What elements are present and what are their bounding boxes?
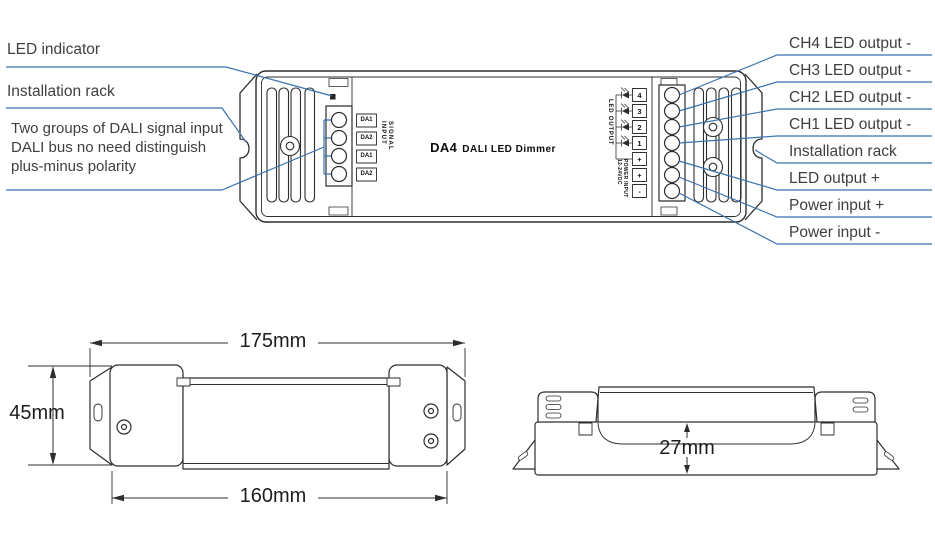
callout-dali-input-line3: plus-minus polarity xyxy=(11,158,137,175)
callout-dali-input: Two groups of DALI signal input DALI bus… xyxy=(11,119,223,176)
device-body xyxy=(255,70,747,223)
callout-power-input-plus: Power input + xyxy=(789,197,885,214)
signal-input-label: SIGNAL INPUT xyxy=(380,121,393,151)
device-product-name: DALI LED Dimmer xyxy=(462,144,556,155)
side-base xyxy=(534,421,878,476)
output-terminal-label-2: 2 xyxy=(637,122,642,132)
callout-dali-input-line2: DALI bus no need distinguish xyxy=(11,139,207,156)
device-title: DA4 DALI LED Dimmer xyxy=(393,139,593,157)
front-view-dimensions xyxy=(28,339,466,504)
front-body xyxy=(182,377,390,470)
led-schematic-symbols xyxy=(615,87,633,160)
callout-ch4-led-output: CH4 LED output - xyxy=(789,35,912,52)
right-vent-slats xyxy=(693,87,742,203)
left-screw xyxy=(279,135,301,157)
dali-terminal-label-2: DA2 xyxy=(360,135,373,141)
callout-installation-rack-left: Installation rack xyxy=(7,83,115,100)
output-terminal-label-3: 3 xyxy=(637,106,642,116)
device-model: DA4 xyxy=(430,140,458,155)
output-terminal-label-1: 1 xyxy=(637,138,642,148)
callout-led-indicator: LED indicator xyxy=(7,41,101,58)
dali-terminal-label-1: DA1 xyxy=(360,117,373,123)
dim-depth: 27mm xyxy=(659,437,715,459)
dali-terminal-label-3: DA1 xyxy=(360,153,373,159)
power-input-group-label: POWER INPUT 12-24VDC xyxy=(616,159,628,198)
right-screw-top xyxy=(702,116,724,138)
front-view xyxy=(89,364,466,470)
callout-ch3-led-output: CH3 LED output - xyxy=(789,62,912,79)
top-view-device xyxy=(239,70,763,223)
dali-silk-boxes xyxy=(356,113,377,182)
dali-terminal-label-4: DA2 xyxy=(360,171,373,177)
callout-ch1-led-output: CH1 LED output - xyxy=(789,116,912,133)
callout-led-output-plus: LED output + xyxy=(789,170,880,187)
dali-terminal-block xyxy=(325,105,353,187)
right-screw-bottom xyxy=(702,156,724,178)
side-view-dimension xyxy=(684,423,690,474)
callout-lines xyxy=(6,54,932,245)
side-top-cover xyxy=(595,386,818,423)
dim-overall-width: 175mm xyxy=(239,330,307,352)
dim-body-width: 160mm xyxy=(239,485,307,507)
callout-power-input-minus: Power input - xyxy=(789,224,881,241)
output-terminal-label-4: 4 xyxy=(637,90,642,100)
callout-installation-rack-right: Installation rack xyxy=(789,143,897,160)
side-view xyxy=(512,386,900,476)
led-indicator-dot xyxy=(330,94,336,100)
callout-ch2-led-output: CH2 LED output - xyxy=(789,89,912,106)
left-mounting-ear xyxy=(239,73,258,221)
led-output-group-label: LED OUTPUT xyxy=(606,99,613,146)
right-mounting-ear xyxy=(744,73,763,221)
power-terminal-label-plus: + xyxy=(637,170,642,180)
front-left-cap xyxy=(109,364,184,467)
callout-dali-input-line1: Two groups of DALI signal input xyxy=(11,120,223,137)
output-terminal-label-plus: + xyxy=(637,154,642,164)
power-terminal-label-minus: - xyxy=(638,186,641,196)
dim-overall-height: 45mm xyxy=(9,402,65,424)
